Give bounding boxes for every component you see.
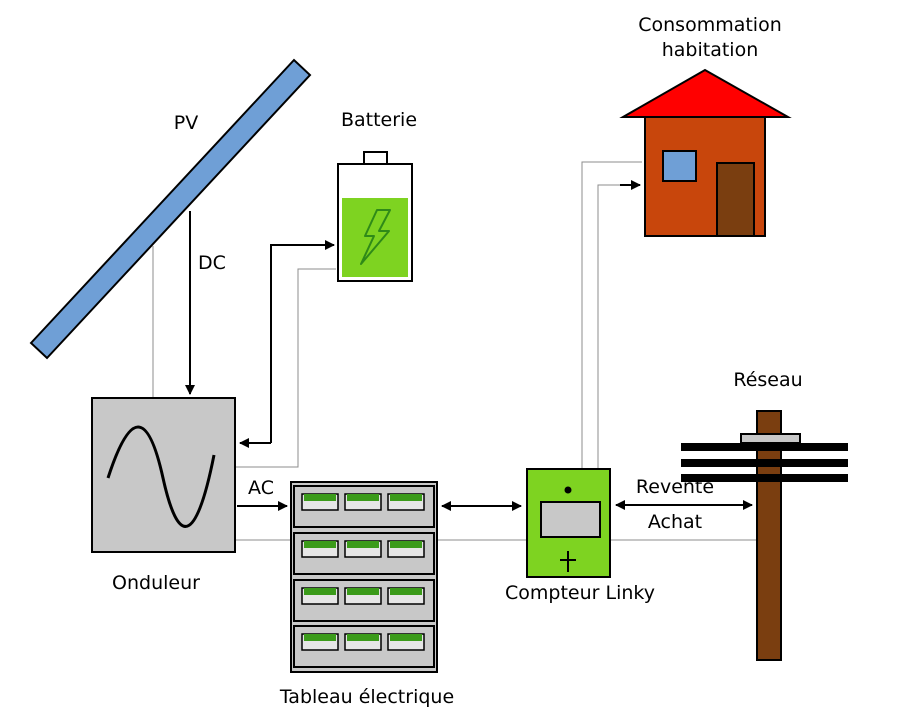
- utility-pole-icon: [681, 410, 848, 661]
- electrical-panel-label: Tableau électrique: [279, 686, 454, 708]
- dc-label: DC: [198, 252, 226, 274]
- breaker-toggle: [304, 494, 336, 501]
- breaker-toggle: [347, 541, 379, 548]
- pv-label: PV: [174, 112, 198, 134]
- achat-label: Achat: [648, 511, 702, 533]
- grid-label: Réseau: [733, 369, 802, 391]
- battery-icon: [337, 151, 413, 282]
- breaker-toggle: [304, 588, 336, 595]
- panel-row: [293, 532, 435, 575]
- breaker-toggle: [390, 634, 422, 641]
- ac-label: AC: [248, 477, 274, 499]
- house-icon: [619, 68, 792, 237]
- linky-meter-label: Compteur Linky: [505, 582, 655, 604]
- electrical-panel-icon: [290, 481, 438, 673]
- battery-label: Batterie: [341, 109, 417, 131]
- breaker-toggle: [390, 541, 422, 548]
- inverter-label: Onduleur: [112, 572, 200, 594]
- house-label-line1: Consommation: [638, 14, 782, 36]
- inverter-icon: [91, 397, 236, 553]
- breaker-toggle: [347, 634, 379, 641]
- pv-panel: [29, 58, 312, 360]
- breaker-toggle: [347, 588, 379, 595]
- breaker-toggle: [304, 634, 336, 641]
- panel-row: [293, 579, 435, 622]
- breaker-toggle: [390, 494, 422, 501]
- linky-meter-icon: [526, 468, 611, 578]
- breaker-toggle: [304, 541, 336, 548]
- panel-row: [293, 485, 435, 528]
- to-battery-arrow: [270, 240, 335, 443]
- panel-row: [293, 625, 435, 668]
- house-label-line2: habitation: [662, 39, 759, 61]
- wiring: [152, 161, 757, 541]
- breaker-toggle: [347, 494, 379, 501]
- breaker-toggle: [390, 588, 422, 595]
